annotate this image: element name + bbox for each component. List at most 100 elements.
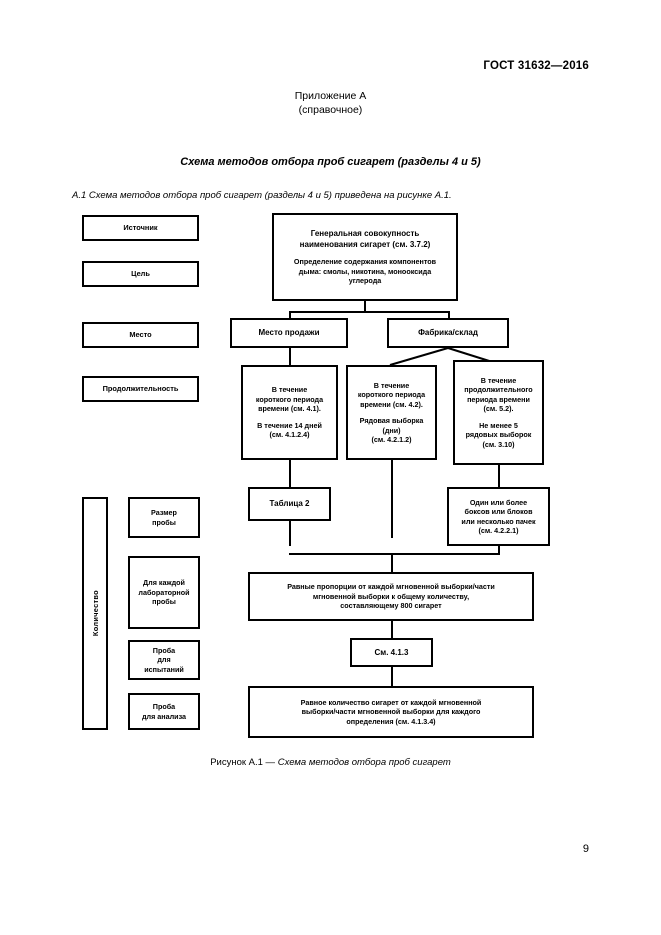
line-2: наименования сигарет (см. 3.7.2) — [299, 240, 431, 250]
node-short-period-factory-part2: Рядовая выборка (дни) (см. 4.2.1.2) — [351, 416, 432, 445]
node-short-period-factory: В течение короткого периода времени (см.… — [346, 365, 437, 460]
page-number: 9 — [582, 843, 589, 855]
line-3: времени (см. 4.1). — [258, 404, 321, 414]
standard-number: ГОСТ 31632—2016 — [483, 60, 589, 72]
connector-merge-bus — [289, 553, 500, 555]
line-4: (см. 4.2.2.1) — [478, 526, 519, 535]
intro-paragraph: А.1 Схема методов отбора проб сигарет (р… — [72, 190, 452, 201]
appendix-kind: (справочное) — [298, 104, 363, 116]
quantity-item-test-sample: Проба для испытаний — [128, 640, 200, 680]
node-equal-quantity: Равное количество сигарет от каждой мгно… — [248, 686, 534, 738]
node-see-4-1-3-text: См. 4.1.3 — [374, 647, 409, 657]
line-6: рядовых выборок — [465, 430, 532, 440]
connector-to-factory — [448, 311, 450, 322]
connector-to-point-of-sale — [289, 311, 291, 322]
line-1: Равные пропорции от каждой мгновенной вы… — [287, 582, 495, 592]
connector-short-factory-down — [391, 460, 393, 538]
connector-pos-down — [289, 348, 291, 365]
connector-table2-down — [289, 521, 291, 546]
line-2: продолжительного — [464, 385, 533, 395]
node-equal-proportions: Равные пропорции от каждой мгновенной вы… — [248, 572, 534, 621]
row-label-duration: Продолжительность — [82, 376, 199, 402]
quantity-item-test-sample-text: Проба для испытаний — [133, 646, 195, 675]
line-6: (см. 4.2.1.2) — [371, 435, 412, 444]
node-short-period-sale-part1: В течение короткого периода времени (см.… — [246, 385, 333, 414]
row-label-source: Источник — [82, 215, 199, 241]
node-equal-quantity-text: Равное количество сигарет от каждой мгно… — [253, 698, 529, 727]
row-label-source-text: Источник — [123, 223, 158, 233]
line-1: Для каждой — [143, 578, 185, 588]
connector-see413-down — [391, 667, 393, 686]
connector-short-sale-down — [289, 460, 291, 487]
quantity-item-each-lab-sample: Для каждой лабораторной пробы — [128, 556, 200, 629]
node-short-period-factory-part1: В течение короткого периода времени (см.… — [351, 381, 432, 410]
line-3: испытаний — [144, 664, 184, 674]
line-3: углерода — [348, 276, 382, 286]
line-1: В течение — [271, 385, 308, 395]
node-population-title: Генеральная совокупность наименования си… — [277, 228, 453, 250]
line-3: периода времени — [467, 394, 530, 404]
line-1: В течение — [373, 380, 410, 390]
node-long-period-factory-part2: Не менее 5 рядовых выборок (см. 3.10) — [458, 421, 539, 450]
line-3: или несколько пачек — [461, 516, 536, 526]
quantity-item-sample-size-text: Размер пробы — [133, 508, 195, 527]
row-label-quantity: Количество — [82, 497, 108, 730]
node-point-of-sale: Место продажи — [230, 318, 348, 348]
quantity-item-sample-size: Размер пробы — [128, 497, 200, 538]
line-4: (см. 5.2). — [483, 404, 514, 414]
line-2: дыма: смолы, никотина, монооксида — [298, 266, 432, 276]
node-short-period-sale-part2: В течение 14 дней (см. 4.1.2.4) — [246, 421, 333, 440]
row-label-place-text: Место — [129, 330, 152, 340]
figure-caption: Рисунок А.1 — Схема методов отбора проб … — [0, 757, 661, 768]
node-factory-warehouse: Фабрика/склад — [387, 318, 509, 348]
node-table2: Таблица 2 — [248, 487, 331, 521]
node-long-period-factory-part1: В течение продолжительного периода време… — [458, 376, 539, 414]
connector-population-down — [364, 300, 366, 312]
line-1: Проба — [152, 702, 176, 711]
node-table2-text: Таблица 2 — [269, 499, 310, 509]
connector-proportions-down — [391, 621, 393, 638]
line-2: для анализа — [141, 711, 187, 721]
line-4: Рядовая выборка — [359, 416, 424, 425]
node-population-body: Определение содержания компонентов дыма:… — [277, 257, 453, 286]
line-5: (см. 4.1.2.4) — [269, 430, 310, 440]
appendix-heading: Приложение А (справочное) — [0, 89, 661, 117]
line-2: выборки/части мгновенной выборки для каж… — [301, 707, 481, 717]
node-population: Генеральная совокупность наименования си… — [272, 213, 458, 301]
node-boxes-or-blocks: Один или более боксов или блоков или нес… — [447, 487, 550, 546]
connector-long-factory-down — [498, 465, 500, 487]
line-1: Проба — [152, 645, 176, 655]
line-1: Размер — [151, 508, 177, 517]
quantity-item-analysis-sample-text: Проба для анализа — [133, 702, 195, 721]
line-3: времени (см. 4.2). — [360, 399, 423, 409]
row-label-purpose-text: Цель — [131, 269, 150, 279]
scheme-title: Схема методов отбора проб сигарет (разде… — [180, 156, 481, 168]
node-long-period-factory: В течение продолжительного периода време… — [453, 360, 544, 465]
row-label-place: Место — [82, 322, 199, 348]
line-3: составляющему 800 сигарет — [340, 601, 442, 611]
appendix-title: Приложение А — [294, 90, 367, 102]
quantity-item-each-lab-sample-text: Для каждой лабораторной пробы — [133, 578, 195, 607]
line-2: короткого периода — [357, 390, 426, 399]
connector-boxes-down — [498, 546, 500, 555]
connector-bus-into-proportions — [391, 553, 393, 572]
figure-caption-number: Рисунок А.1 — — [210, 757, 278, 768]
line-2: пробы — [152, 517, 176, 527]
line-1: Генеральная совокупность — [310, 229, 420, 239]
row-label-quantity-text: Количество — [90, 590, 100, 637]
line-1: Равное количество сигарет от каждой мгно… — [300, 697, 482, 707]
row-label-duration-text: Продолжительность — [102, 384, 179, 394]
node-equal-proportions-text: Равные пропорции от каждой мгновенной вы… — [253, 582, 529, 611]
quantity-item-analysis-sample: Проба для анализа — [128, 693, 200, 730]
node-point-of-sale-text: Место продажи — [258, 328, 320, 338]
line-3: пробы — [152, 597, 176, 607]
node-factory-warehouse-text: Фабрика/склад — [418, 328, 478, 338]
line-4: В течение 14 дней — [257, 420, 322, 430]
line-1: Определение содержания компонентов — [293, 257, 437, 267]
node-boxes-or-blocks-text: Один или более боксов или блоков или нес… — [452, 498, 545, 536]
line-5: Не менее 5 — [479, 420, 518, 430]
node-short-period-sale: В течение короткого периода времени (см.… — [241, 365, 338, 460]
line-3: определения (см. 4.1.3.4) — [346, 716, 436, 726]
